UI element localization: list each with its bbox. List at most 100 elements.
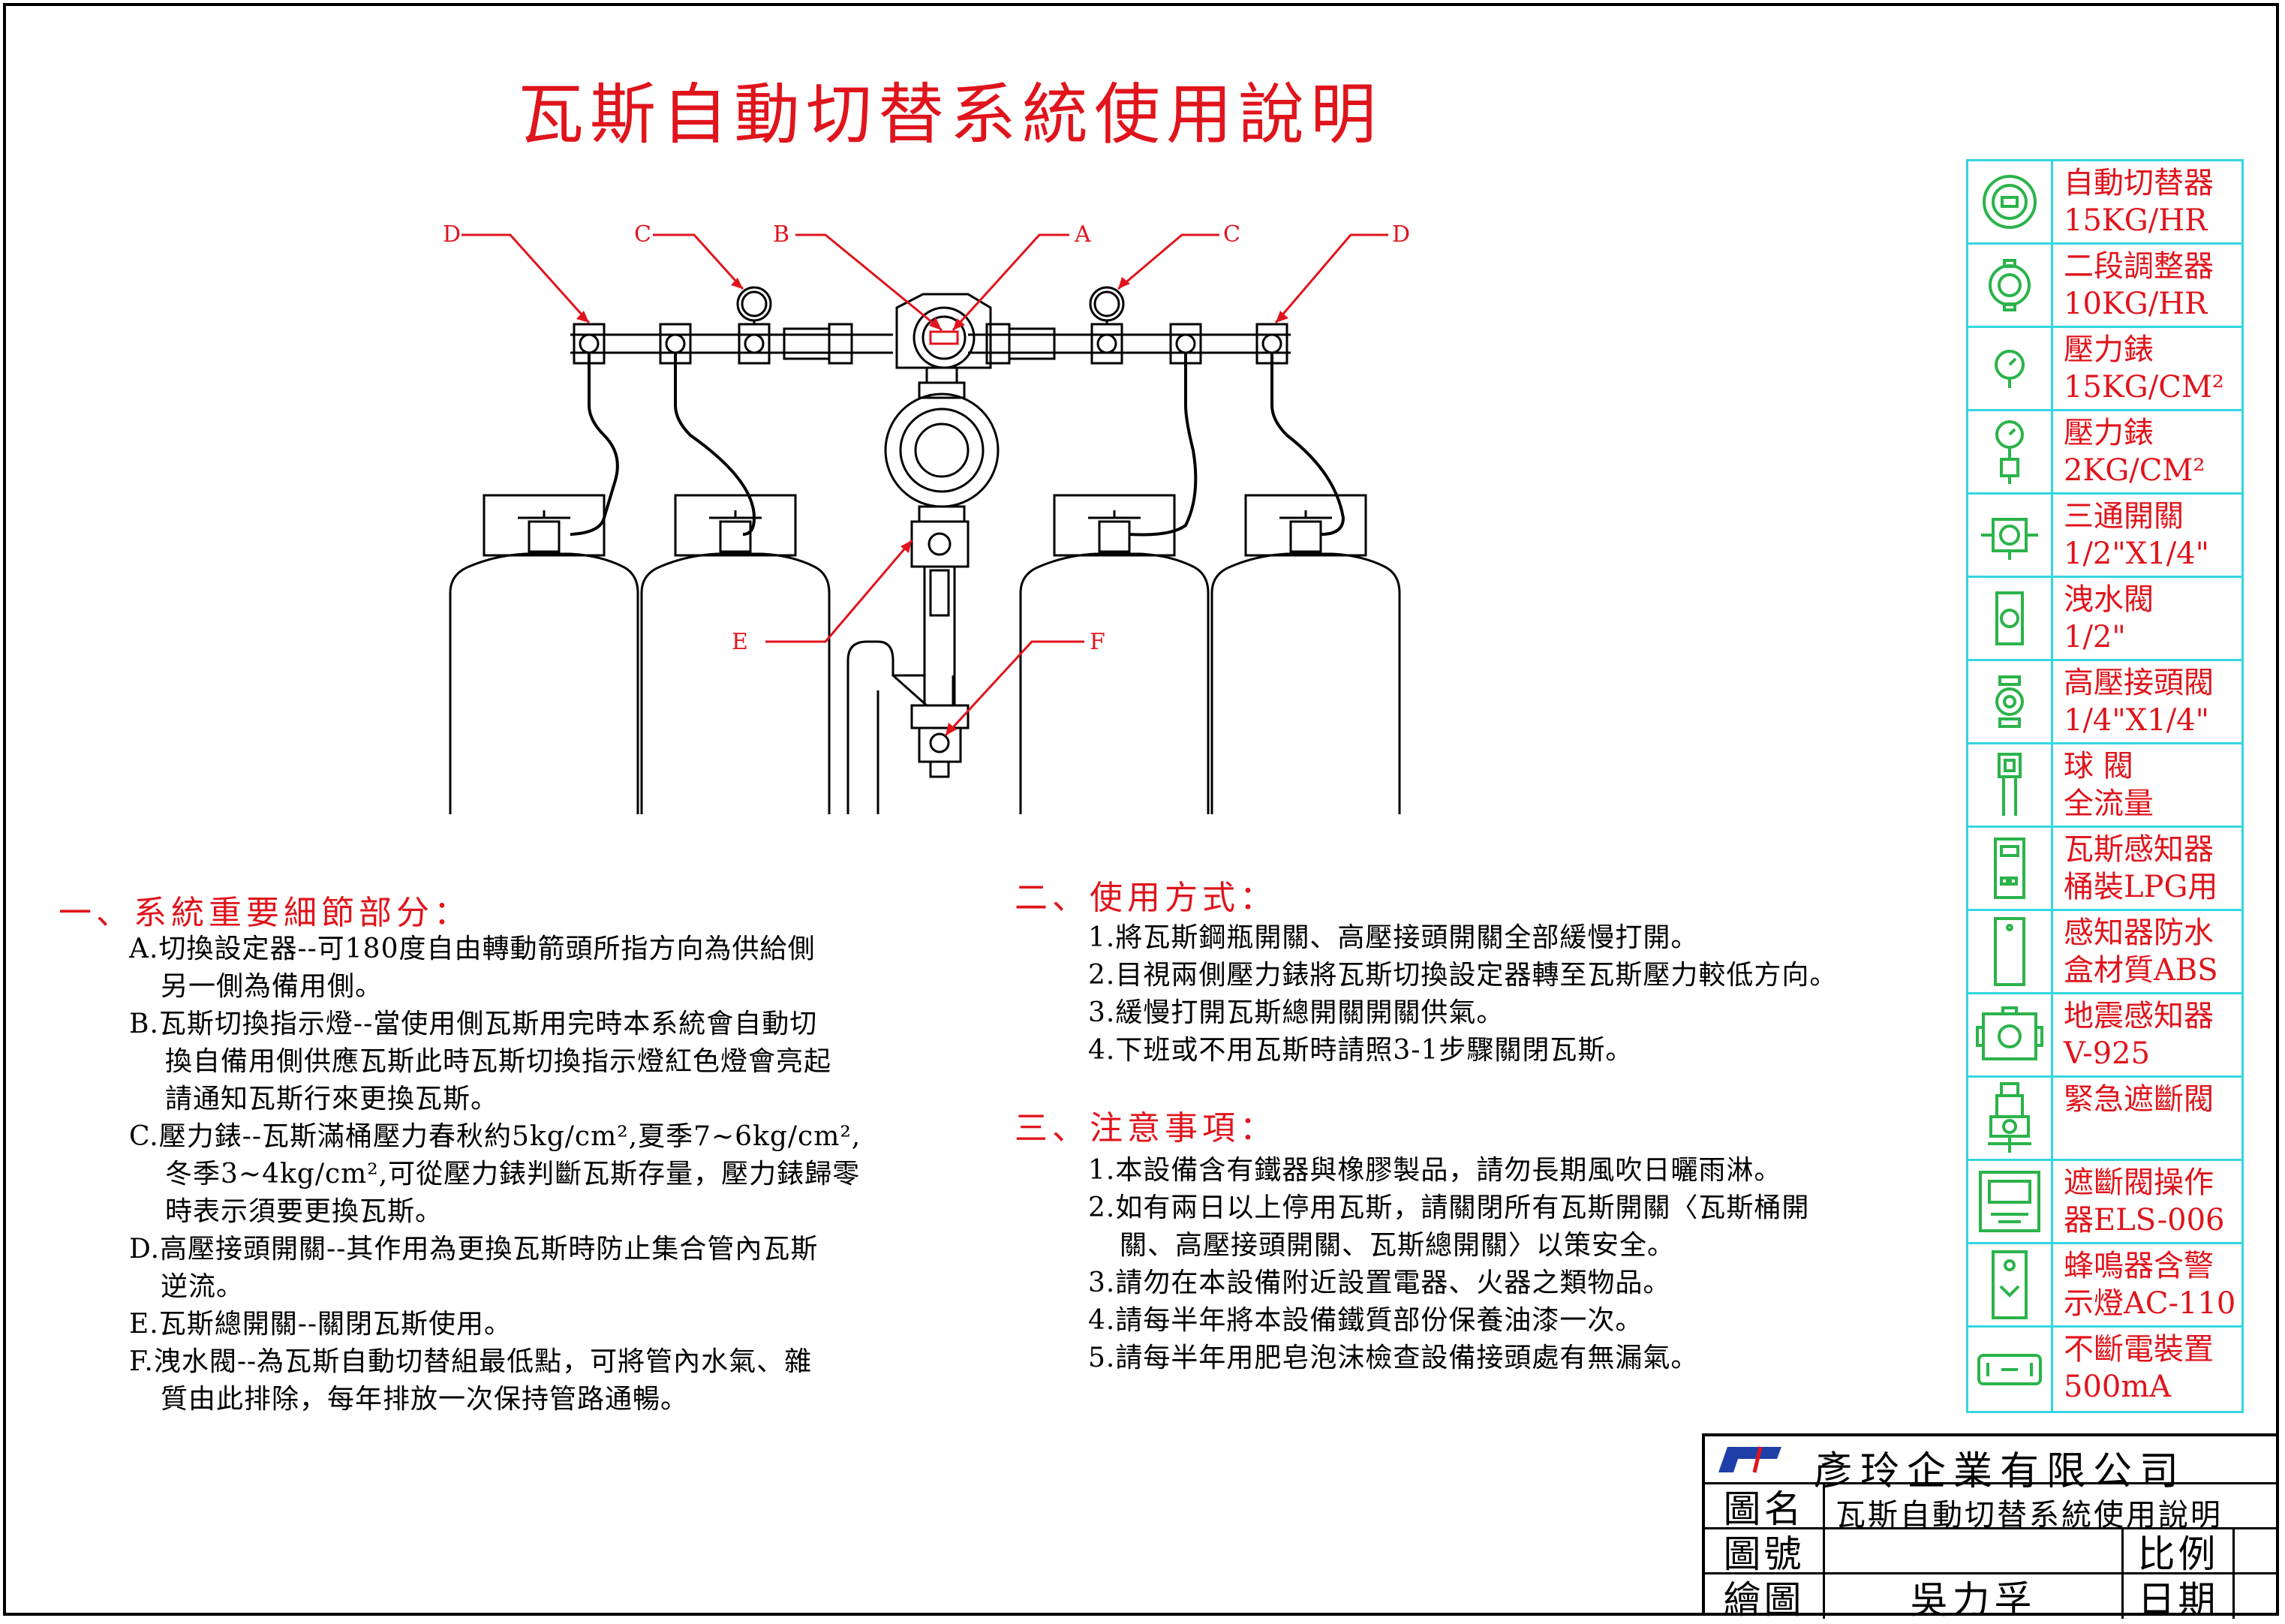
section1-line: C.壓力錶--瓦斯滿桶壓力春秋約5kg/cm²,夏季7~6kg/cm²,	[129, 1121, 861, 1152]
title-block-drawn-row: 繪圖 吳力孚 日期	[1705, 1574, 2279, 1622]
diagram-label-f: F	[1090, 629, 1105, 655]
legend-spec: V-925	[2064, 1036, 2151, 1071]
diagram-label-a: A	[1074, 221, 1091, 248]
section1-line: E.瓦斯總開關--關閉瓦斯使用。	[129, 1309, 513, 1340]
gas-cylinder-2	[640, 494, 831, 814]
legend-row: 遮斷閥操作器ELS-006	[1968, 1161, 2241, 1244]
legend-spec: 1/2"	[2064, 620, 2126, 654]
company-logo	[1715, 1442, 1784, 1477]
diagram-label-c-left: C	[634, 221, 651, 248]
section1-line: B.瓦斯切換指示燈--當使用側瓦斯用完時本系統會自動切	[129, 1009, 818, 1039]
auto-switch-icon	[1968, 161, 2053, 242]
section3-line: 關、高壓接頭開關、瓦斯總開關〉以策安全。	[1120, 1230, 1676, 1261]
legend-spec: 桶裝LPG用	[2064, 870, 2218, 904]
legend-row: 感知器防水盒材質ABS	[1968, 911, 2241, 994]
legend-spec: 2KG/CM²	[2064, 453, 2205, 488]
ball-valve-icon	[1968, 744, 2053, 826]
legend-row: 蜂鳴器含警示燈AC-110	[1968, 1244, 2241, 1328]
company-name: 彥玲企業有限公司	[1814, 1449, 2187, 1494]
diagram-label-e: E	[732, 629, 748, 655]
shutoff-operator-icon	[1968, 1161, 2053, 1242]
drawing-frame	[3, 3, 2279, 1616]
legend-spec: 示燈AC-110	[2064, 1286, 2236, 1321]
diagram-label-d-right: D	[1392, 221, 1410, 248]
three-way-valve-icon	[1968, 495, 2053, 576]
high-pressure-valve-icon	[1968, 661, 2053, 742]
section1-line: 逆流。	[161, 1271, 245, 1302]
section1-line: 冬季3~4kg/cm²,可從壓力錶判斷瓦斯存量，壓力錶歸零	[165, 1159, 861, 1189]
regulator-icon	[1968, 245, 2053, 326]
pressure-gauge-icon	[1968, 328, 2053, 409]
diagram-label-c-right: C	[1223, 221, 1240, 248]
date-label: 日期	[2124, 1574, 2235, 1622]
section3-line: 5.請每半年用肥皂泡沫檢查設備接頭處有無漏氣。	[1088, 1343, 1699, 1373]
legend-spec: 全流量	[2064, 786, 2154, 821]
earthquake-sensor-icon	[1968, 994, 2053, 1075]
title-block-number-row: 圖號 比例	[1705, 1529, 2279, 1576]
legend-name: 球 閥	[2064, 749, 2133, 783]
section3-line: 4.請每半年將本設備鐵質部份保養油漆一次。	[1088, 1305, 1643, 1336]
drawing-number-label: 圖號	[1705, 1529, 1825, 1576]
gas-cylinder-4	[1210, 494, 1401, 814]
legend-spec: 1/4"X1/4"	[2064, 703, 2210, 738]
buzzer-icon	[1968, 1244, 2053, 1325]
section3-line: 2.如有兩日以上停用瓦斯，請關閉所有瓦斯開關〈瓦斯桶開	[1088, 1192, 1810, 1223]
section1-body: A.切換設定器--可180度自由轉動箭頭所指方向為供給側 另一側為備用側。 B.…	[129, 931, 861, 1418]
legend-name: 緊急遮斷閥	[2064, 1082, 2214, 1117]
legend-name: 地震感知器	[2064, 999, 2214, 1033]
title-block-company-row: 彥玲企業有限公司	[1705, 1436, 2279, 1494]
section3-body: 1.本設備含有鐵器與橡膠製品，請勿長期風吹日曬雨淋。 2.如有兩日以上停用瓦斯，…	[1088, 1152, 1809, 1377]
legend-name: 高壓接頭閥	[2064, 666, 2214, 700]
legend-name: 蜂鳴器含警	[2064, 1249, 2214, 1283]
section1-line: D.高壓接頭開關--其作用為更換瓦斯時防止集合管內瓦斯	[129, 1234, 819, 1265]
drawing-name-label: 圖名	[1705, 1484, 1825, 1531]
legend-row: 球 閥全流量	[1968, 744, 2241, 828]
legend-name: 遮斷閥操作	[2064, 1165, 2214, 1200]
legend-name: 洩水閥	[2064, 582, 2154, 617]
legend-name: 壓力錶	[2064, 416, 2154, 450]
section2-line: 3.緩慢打開瓦斯總開關開關供氣。	[1088, 997, 1505, 1028]
section1-line: 質由此排除，每年排放一次保持管路通暢。	[161, 1384, 689, 1415]
section3-line: 3.請勿在本設備附近設置電器、火器之類物品。	[1088, 1268, 1671, 1298]
gas-cylinder-1	[449, 494, 639, 814]
legend-spec: 500mA	[2064, 1370, 2172, 1404]
section1-line: 時表示須要更換瓦斯。	[165, 1196, 443, 1227]
legend-row: 緊急遮斷閥	[1968, 1078, 2241, 1161]
section2-line: 4.下班或不用瓦斯時請照3-1步驟關閉瓦斯。	[1088, 1035, 1634, 1066]
legend-spec: 15KG/CM²	[2064, 370, 2224, 404]
drawing-number-value	[1825, 1529, 2124, 1572]
ups-icon	[1968, 1328, 2053, 1411]
legend-name: 不斷電裝置	[2064, 1332, 2214, 1367]
legend-name: 二段調整器	[2064, 249, 2214, 284]
gas-cylinder-3	[1019, 494, 1210, 814]
section2-line: 2.目視兩側壓力錶將瓦斯切換設定器轉至瓦斯壓力較低方向。	[1088, 960, 1838, 991]
legend-name: 壓力錶	[2064, 332, 2154, 367]
legend-name: 瓦斯感知器	[2064, 832, 2214, 867]
drawn-by-label: 繪圖	[1705, 1574, 1825, 1622]
section3-heading: 三、注意事項：	[1015, 1109, 1277, 1147]
section1-line: 另一側為備用側。	[161, 971, 383, 1002]
emergency-shutoff-icon	[1968, 1078, 2053, 1159]
legend-spec: 15KG/HR	[2064, 203, 2208, 238]
drawing-name-value: 瓦斯自動切替系統使用說明	[1836, 1498, 2223, 1532]
legend-spec: 1/2"X1/4"	[2064, 537, 2210, 571]
waterproof-box-icon	[1968, 911, 2053, 992]
section1-heading: 一、系統重要細節部分：	[59, 894, 471, 932]
legend-spec: 器ELS-006	[2064, 1203, 2225, 1238]
legend-spec: 盒材質ABS	[2064, 953, 2218, 988]
section2-line: 1.將瓦斯鋼瓶開關、高壓接頭開關全部緩慢打開。	[1088, 922, 1699, 953]
drain-valve-icon	[1968, 578, 2053, 659]
legend-name: 三通開關	[2064, 499, 2184, 534]
title-block: 彥玲企業有限公司 圖名 瓦斯自動切替系統使用說明 圖號 比例 繪圖 吳力孚 日期	[1702, 1433, 2279, 1622]
section1-line: A.切換設定器--可180度自由轉動箭頭所指方向為供給側	[129, 934, 816, 964]
scale-label: 比例	[2124, 1529, 2235, 1576]
